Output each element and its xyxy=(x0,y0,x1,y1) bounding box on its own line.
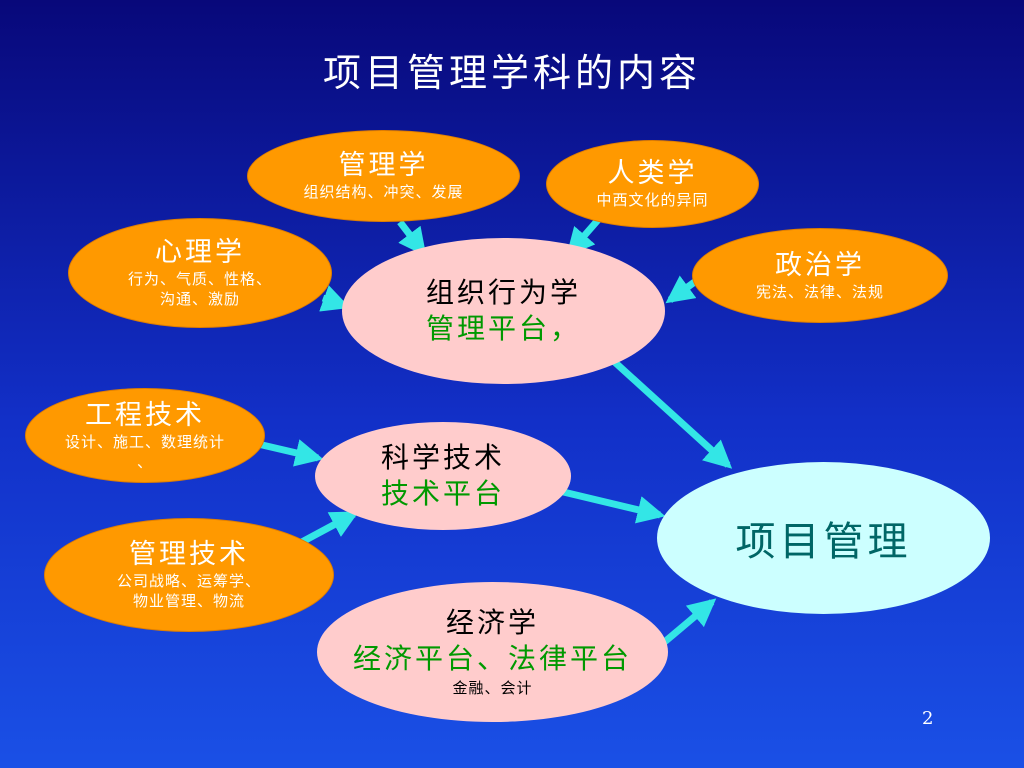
node-zuzhi-platform: 管理平台， xyxy=(425,312,581,345)
node-guanlijishu: 管理技术 公司战略、运筹学、 物业管理、物流 xyxy=(44,518,334,632)
node-zhengzhixue-sub: 宪法、法律、法规 xyxy=(755,282,884,301)
arrow-gongcheng-to-kexue xyxy=(257,439,324,467)
node-guanlixue-title: 管理学 xyxy=(338,150,429,181)
node-gongcheng-sub: 设计、施工、数理统计 、 xyxy=(64,432,225,471)
slide-title: 项目管理学科的内容 xyxy=(322,51,701,95)
node-guanlijishu-title: 管理技术 xyxy=(129,539,249,570)
node-xinlixue-title: 心理学 xyxy=(155,237,245,268)
node-xinlixue-sub: 行为、气质、性格、 沟通、激励 xyxy=(127,270,272,308)
node-renleixue-title: 人类学 xyxy=(607,158,698,189)
node-guanlixue-sub: 组织结构、冲突、发展 xyxy=(303,183,464,201)
arrow-zuzhi-to-xiangmu xyxy=(605,353,733,469)
arrow-kexue-to-xiangmu xyxy=(554,486,666,524)
arrow-xinlixue-to-zuzhi xyxy=(319,285,351,312)
arrow-guanlixue-to-zuzhi xyxy=(397,219,427,257)
node-kexue: 科学技术 技术平台 xyxy=(315,422,571,530)
node-jingji: 经济学 经济平台、法律平台 金融、会计 xyxy=(317,582,668,722)
node-jingji-platform: 经济平台、法律平台 xyxy=(352,642,632,675)
node-xiangmu-main: 项目管理 xyxy=(735,519,912,565)
node-zhengzhixue-title: 政治学 xyxy=(775,249,865,281)
node-kexue-main: 科学技术 xyxy=(380,441,505,474)
node-gongcheng: 工程技术 设计、施工、数理统计 、 xyxy=(25,388,265,483)
page-number: 2 xyxy=(922,708,934,729)
node-kexue-platform: 技术平台 xyxy=(380,477,505,510)
node-xinlixue: 心理学 行为、气质、性格、 沟通、激励 xyxy=(68,218,332,328)
node-guanlijishu-sub: 公司战略、运筹学、 物业管理、物流 xyxy=(116,572,261,610)
node-gongcheng-title: 工程技术 xyxy=(85,399,205,431)
node-zuzhi-main: 组织行为学 xyxy=(425,276,581,309)
node-zuzhi: 组织行为学 管理平台， xyxy=(342,238,665,384)
node-xiangmu: 项目管理 xyxy=(657,462,990,614)
node-jingji-main: 经济学 xyxy=(445,606,539,639)
node-jingji-detail: 金融、会计 xyxy=(452,679,533,697)
node-zhengzhixue: 政治学 宪法、法律、法规 xyxy=(692,228,948,323)
arrow-guanlijishu-to-kexue xyxy=(298,510,359,547)
node-renleixue: 人类学 中西文化的异同 xyxy=(546,140,759,228)
node-renleixue-sub: 中西文化的异同 xyxy=(596,191,709,209)
node-guanlixue: 管理学 组织结构、冲突、发展 xyxy=(247,130,520,222)
